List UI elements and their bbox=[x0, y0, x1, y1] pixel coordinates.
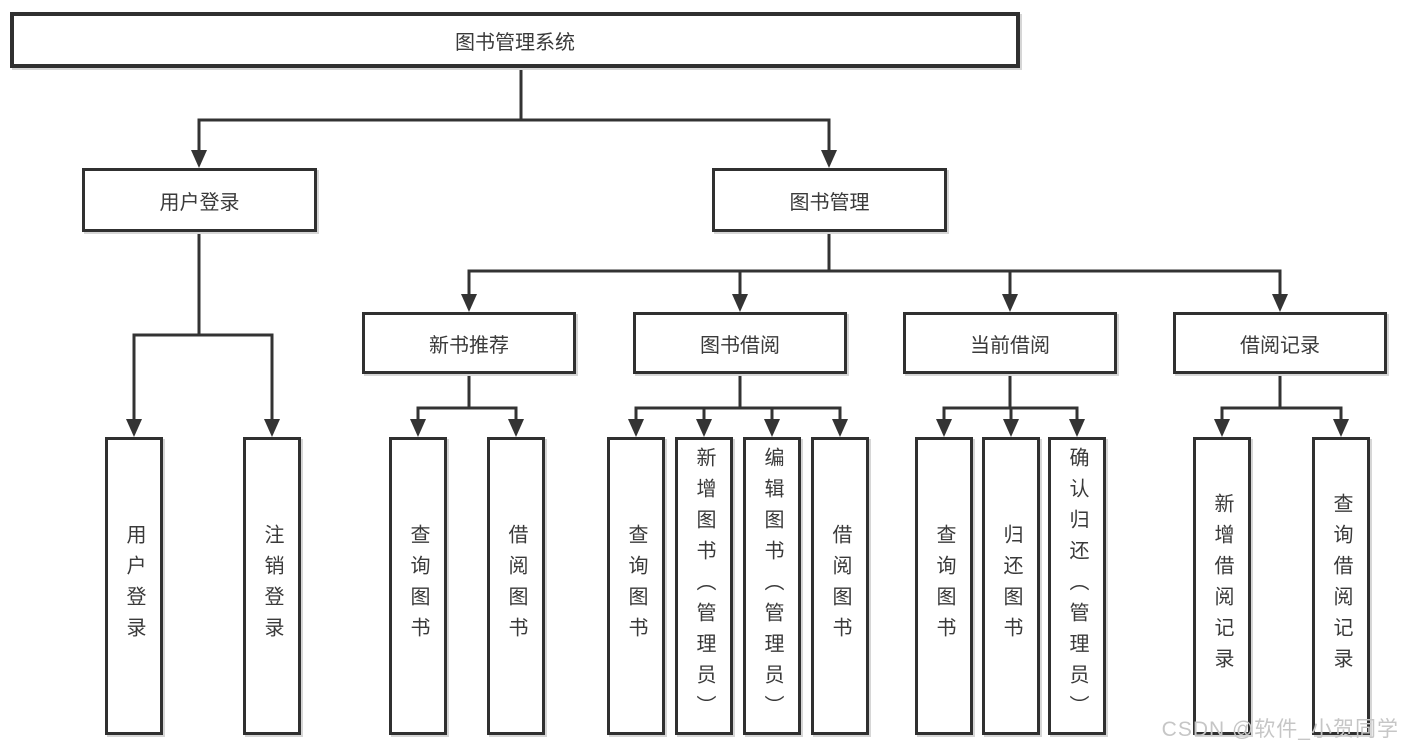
leaf-query-books-recommend: 查询图书 bbox=[389, 437, 447, 735]
leaf-query-books-current: 查询图书 bbox=[915, 437, 973, 735]
leaf-edit-book-admin: 编辑图书（管理员） bbox=[743, 437, 801, 735]
node-new-book-recommend: 新书推荐 bbox=[362, 312, 576, 374]
leaf-return-books: 归还图书 bbox=[982, 437, 1040, 735]
leaf-query-borrow-record: 查询借阅记录 bbox=[1312, 437, 1370, 735]
leaf-label: 编辑图书（管理员） bbox=[761, 446, 783, 726]
leaf-label: 借阅图书 bbox=[829, 524, 851, 648]
leaf-label: 借阅图书 bbox=[505, 524, 527, 648]
leaf-label: 新增图书（管理员） bbox=[693, 446, 715, 726]
leaf-label: 确认归还（管理员） bbox=[1066, 446, 1088, 726]
leaf-label: 新增借阅记录 bbox=[1211, 493, 1233, 679]
leaf-user-login: 用户登录 bbox=[105, 437, 163, 735]
node-book-management: 图书管理 bbox=[712, 168, 947, 232]
node-current-borrow: 当前借阅 bbox=[903, 312, 1117, 374]
node-root: 图书管理系统 bbox=[10, 12, 1020, 68]
leaf-label: 查询图书 bbox=[625, 524, 647, 648]
leaf-logout: 注销登录 bbox=[243, 437, 301, 735]
leaf-label: 归还图书 bbox=[1000, 524, 1022, 648]
leaf-add-borrow-record: 新增借阅记录 bbox=[1193, 437, 1251, 735]
leaf-label: 注销登录 bbox=[261, 524, 283, 648]
leaf-label: 查询图书 bbox=[407, 524, 429, 648]
leaf-add-book-admin: 新增图书（管理员） bbox=[675, 437, 733, 735]
leaf-query-books-borrow: 查询图书 bbox=[607, 437, 665, 735]
node-book-borrow: 图书借阅 bbox=[633, 312, 847, 374]
csdn-watermark: CSDN @软件_小贺同学 bbox=[1161, 718, 1399, 741]
node-user-login: 用户登录 bbox=[82, 168, 317, 232]
leaf-confirm-return-admin: 确认归还（管理员） bbox=[1048, 437, 1106, 735]
leaf-label: 查询图书 bbox=[933, 524, 955, 648]
leaf-borrow-books-borrow: 借阅图书 bbox=[811, 437, 869, 735]
leaf-label: 查询借阅记录 bbox=[1330, 493, 1352, 679]
leaf-label: 用户登录 bbox=[123, 524, 145, 648]
node-borrow-records: 借阅记录 bbox=[1173, 312, 1387, 374]
leaf-borrow-books-recommend: 借阅图书 bbox=[487, 437, 545, 735]
